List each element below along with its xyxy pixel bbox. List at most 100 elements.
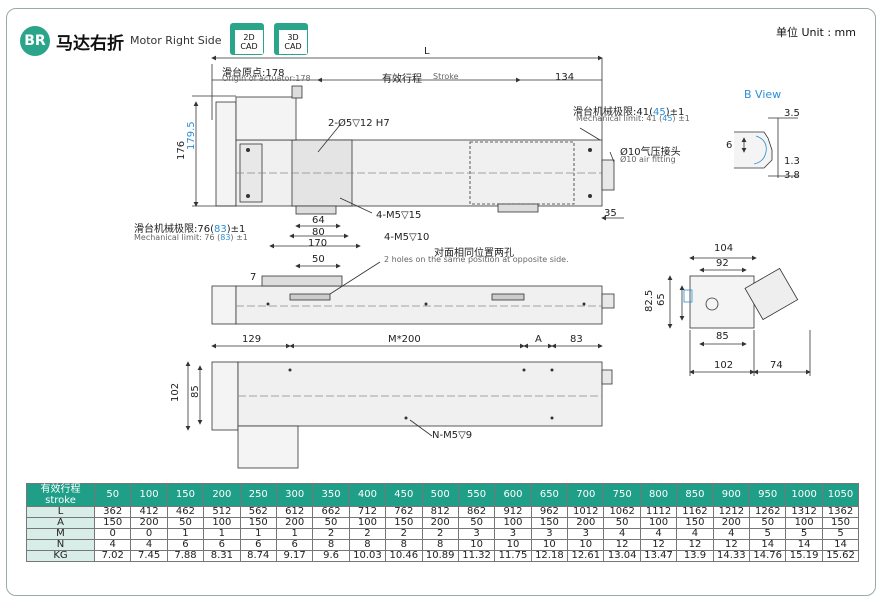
table-cell: 712 (348, 506, 387, 518)
table-cell: 362 (93, 506, 132, 518)
table-cell: 13.47 (639, 550, 678, 562)
table-cell: 150 (93, 517, 132, 529)
stroke-col-header: 750 (603, 483, 641, 507)
table-cell: 862 (457, 506, 496, 518)
stroke-label-cn: 有效行程 (382, 74, 422, 85)
table-cell: 7.88 (166, 550, 205, 562)
table-cell: 100 (785, 517, 823, 529)
table-cell: 150 (821, 517, 860, 529)
table-cell: 14 (749, 539, 787, 551)
table-cell: 3 (494, 528, 532, 540)
table-cell: 10.03 (348, 550, 387, 562)
stroke-col-header: 100 (130, 483, 168, 507)
table-cell: 200 (275, 517, 314, 529)
end-dim-65: 65 (656, 293, 667, 306)
dim-170: 170 (308, 238, 328, 249)
limit-left-en-prefix: Mechanical limit: 76 ( (134, 233, 221, 242)
table-cell: 8 (421, 539, 459, 551)
bview-dim-3-5: 3.5 (784, 108, 800, 119)
row-label: KG (26, 550, 95, 562)
bview-dim-3-8: 3.8 (784, 170, 800, 181)
cad-3d-label-line2: CAD (284, 42, 302, 51)
row-label: L (26, 506, 95, 518)
hole-4a-label: 4-M5▽15 (376, 210, 422, 221)
table-cell: 200 (567, 517, 605, 529)
table-cell: 14.76 (749, 550, 787, 562)
table-cell: 5 (749, 528, 787, 540)
table-cell: 4 (676, 528, 714, 540)
limit-right-cn-prefix: 滑台机械极限:41( (573, 107, 653, 118)
table-cell: 50 (457, 517, 496, 529)
table-cell: 9.6 (312, 550, 350, 562)
table-cell: 15.62 (821, 550, 860, 562)
stroke-col-header: 700 (567, 483, 605, 507)
stroke-col-header: 550 (457, 483, 496, 507)
hole-2-label: 2-Ø5▽12 H7 (328, 118, 390, 129)
table-cell: 4 (639, 528, 678, 540)
table-cell: 0 (93, 528, 132, 540)
stroke-col-header: 350 (312, 483, 350, 507)
table-cell: 0 (130, 528, 168, 540)
table-cell: 10 (567, 539, 605, 551)
stroke-col-header: 300 (275, 483, 314, 507)
limit-right-cn: 滑台机械极限:41(45)±1 (573, 103, 684, 118)
stroke-col-header: 50 (93, 483, 132, 507)
table-cell: 4 (130, 539, 168, 551)
table-cell: 200 (421, 517, 459, 529)
page-frame (6, 8, 876, 596)
table-cell: 8.74 (239, 550, 277, 562)
bottom-dim-85: 85 (190, 385, 201, 398)
table-cell: 11.75 (494, 550, 532, 562)
table-cell: 50 (603, 517, 641, 529)
table-cell: 100 (203, 517, 241, 529)
limit-right-en-value: 45 (662, 114, 673, 123)
limit-right-en-suffix: ) ±1 (672, 114, 690, 123)
table-cell: 10 (530, 539, 569, 551)
table-cell: 14 (821, 539, 860, 551)
table-cell: 4 (603, 528, 641, 540)
table-cell: 6 (203, 539, 241, 551)
dim-L: L (424, 46, 430, 57)
table-cell: 50 (749, 517, 787, 529)
model-badge: BR (20, 26, 50, 56)
table-cell: 6 (275, 539, 314, 551)
drawing-annotations: L 滑台原点:178 Origin of actuator:178 有效行程 S… (134, 46, 800, 441)
bview-dim-6: 6 (726, 140, 733, 151)
table-cell: 1062 (603, 506, 641, 518)
table-cell: 13.9 (676, 550, 714, 562)
table-cell: 9.17 (275, 550, 314, 562)
table-cell: 1 (239, 528, 277, 540)
stroke-col-header: 400 (348, 483, 387, 507)
table-cell: 200 (130, 517, 168, 529)
bottom-dim-M200: M*200 (388, 334, 421, 345)
end-dim-102: 102 (714, 360, 734, 371)
stroke-col-header: 900 (712, 483, 751, 507)
limit-right-en: Mechanical limit: 41 (45) ±1 (576, 114, 690, 123)
hole-4b-label: 4-M5▽10 (384, 232, 430, 243)
table-cell: 8 (312, 539, 350, 551)
table-cell: 10 (457, 539, 496, 551)
limit-right-en-prefix: Mechanical limit: 41 ( (576, 114, 663, 123)
table-cell: 8 (348, 539, 387, 551)
end-dim-85: 85 (716, 331, 729, 342)
end-dim-92: 92 (716, 258, 729, 269)
stroke-col-header: 200 (203, 483, 241, 507)
table-cell: 12 (712, 539, 751, 551)
air-fitting-en: Ø10 air fitting (620, 155, 676, 164)
table-cell: 12 (639, 539, 678, 551)
table-cell: 1362 (821, 506, 860, 518)
table-cell: 1012 (567, 506, 605, 518)
stroke-header-cn: 有效行程 (40, 484, 81, 495)
cad-3d-label-line1: 3D (287, 33, 299, 42)
table-cell: 1212 (712, 506, 751, 518)
table-cell: 2 (312, 528, 350, 540)
table-cell: 1 (203, 528, 241, 540)
bottom-dim-129: 129 (242, 334, 262, 345)
table-cell: 5 (821, 528, 860, 540)
stroke-col-header: 650 (530, 483, 569, 507)
table-cell: 6 (239, 539, 277, 551)
